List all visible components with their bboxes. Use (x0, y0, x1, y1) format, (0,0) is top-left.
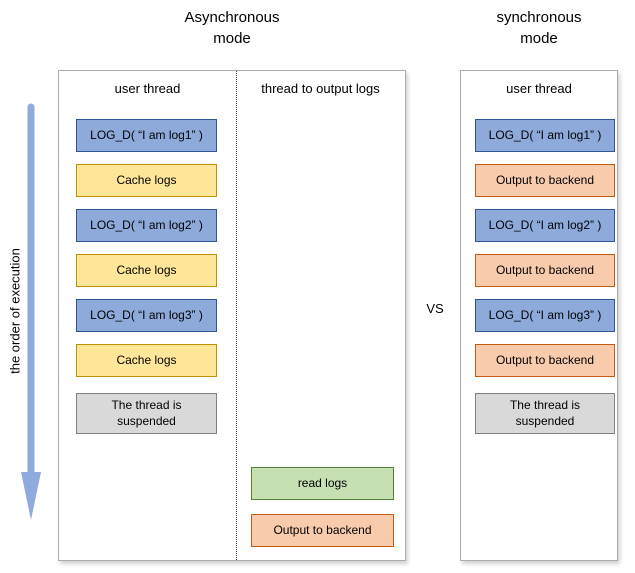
sync-output-backend-box-1: Output to backend (475, 164, 615, 197)
sync-user-thread-header: user thread (506, 81, 572, 96)
execution-order-arrow-icon (21, 103, 41, 520)
sync-mode-title: synchronous mode (496, 9, 582, 47)
async-cache-logs-box-1: Cache logs (76, 164, 217, 197)
async-log1-box: LOG_D( “I am log1” ) (76, 119, 217, 152)
async-output-backend-box: Output to backend (251, 514, 394, 547)
execution-order-label: the order of execution (7, 248, 23, 374)
sync-mode-panel: user thread LOG_D( “I am log1” ) Output … (460, 70, 618, 561)
async-output-thread-header: thread to output logs (261, 81, 380, 96)
async-user-thread-header: user thread (114, 81, 181, 96)
sync-log1-box: LOG_D( “I am log1” ) (475, 119, 615, 152)
vs-label: VS (426, 301, 444, 316)
async-cache-logs-box-3: Cache logs (76, 344, 217, 377)
async-log2-box: LOG_D( “I am log2” ) (76, 209, 217, 242)
async-read-logs-box: read logs (251, 467, 394, 500)
sync-log3-box: LOG_D( “I am log3” ) (475, 299, 615, 332)
sync-thread-suspended-box: The thread is suspended (475, 393, 615, 434)
async-log3-box: LOG_D( “I am log3” ) (76, 299, 217, 332)
async-thread-suspended-box: The thread is suspended (76, 393, 217, 434)
thread-divider-dotted-line (236, 71, 237, 560)
sync-log2-box: LOG_D( “I am log2” ) (475, 209, 615, 242)
sync-output-backend-box-3: Output to backend (475, 344, 615, 377)
async-cache-logs-box-2: Cache logs (76, 254, 217, 287)
async-mode-panel: user thread thread to output logs LOG_D(… (58, 70, 406, 561)
async-mode-title: Asynchronous mode (184, 9, 280, 47)
sync-output-backend-box-2: Output to backend (475, 254, 615, 287)
